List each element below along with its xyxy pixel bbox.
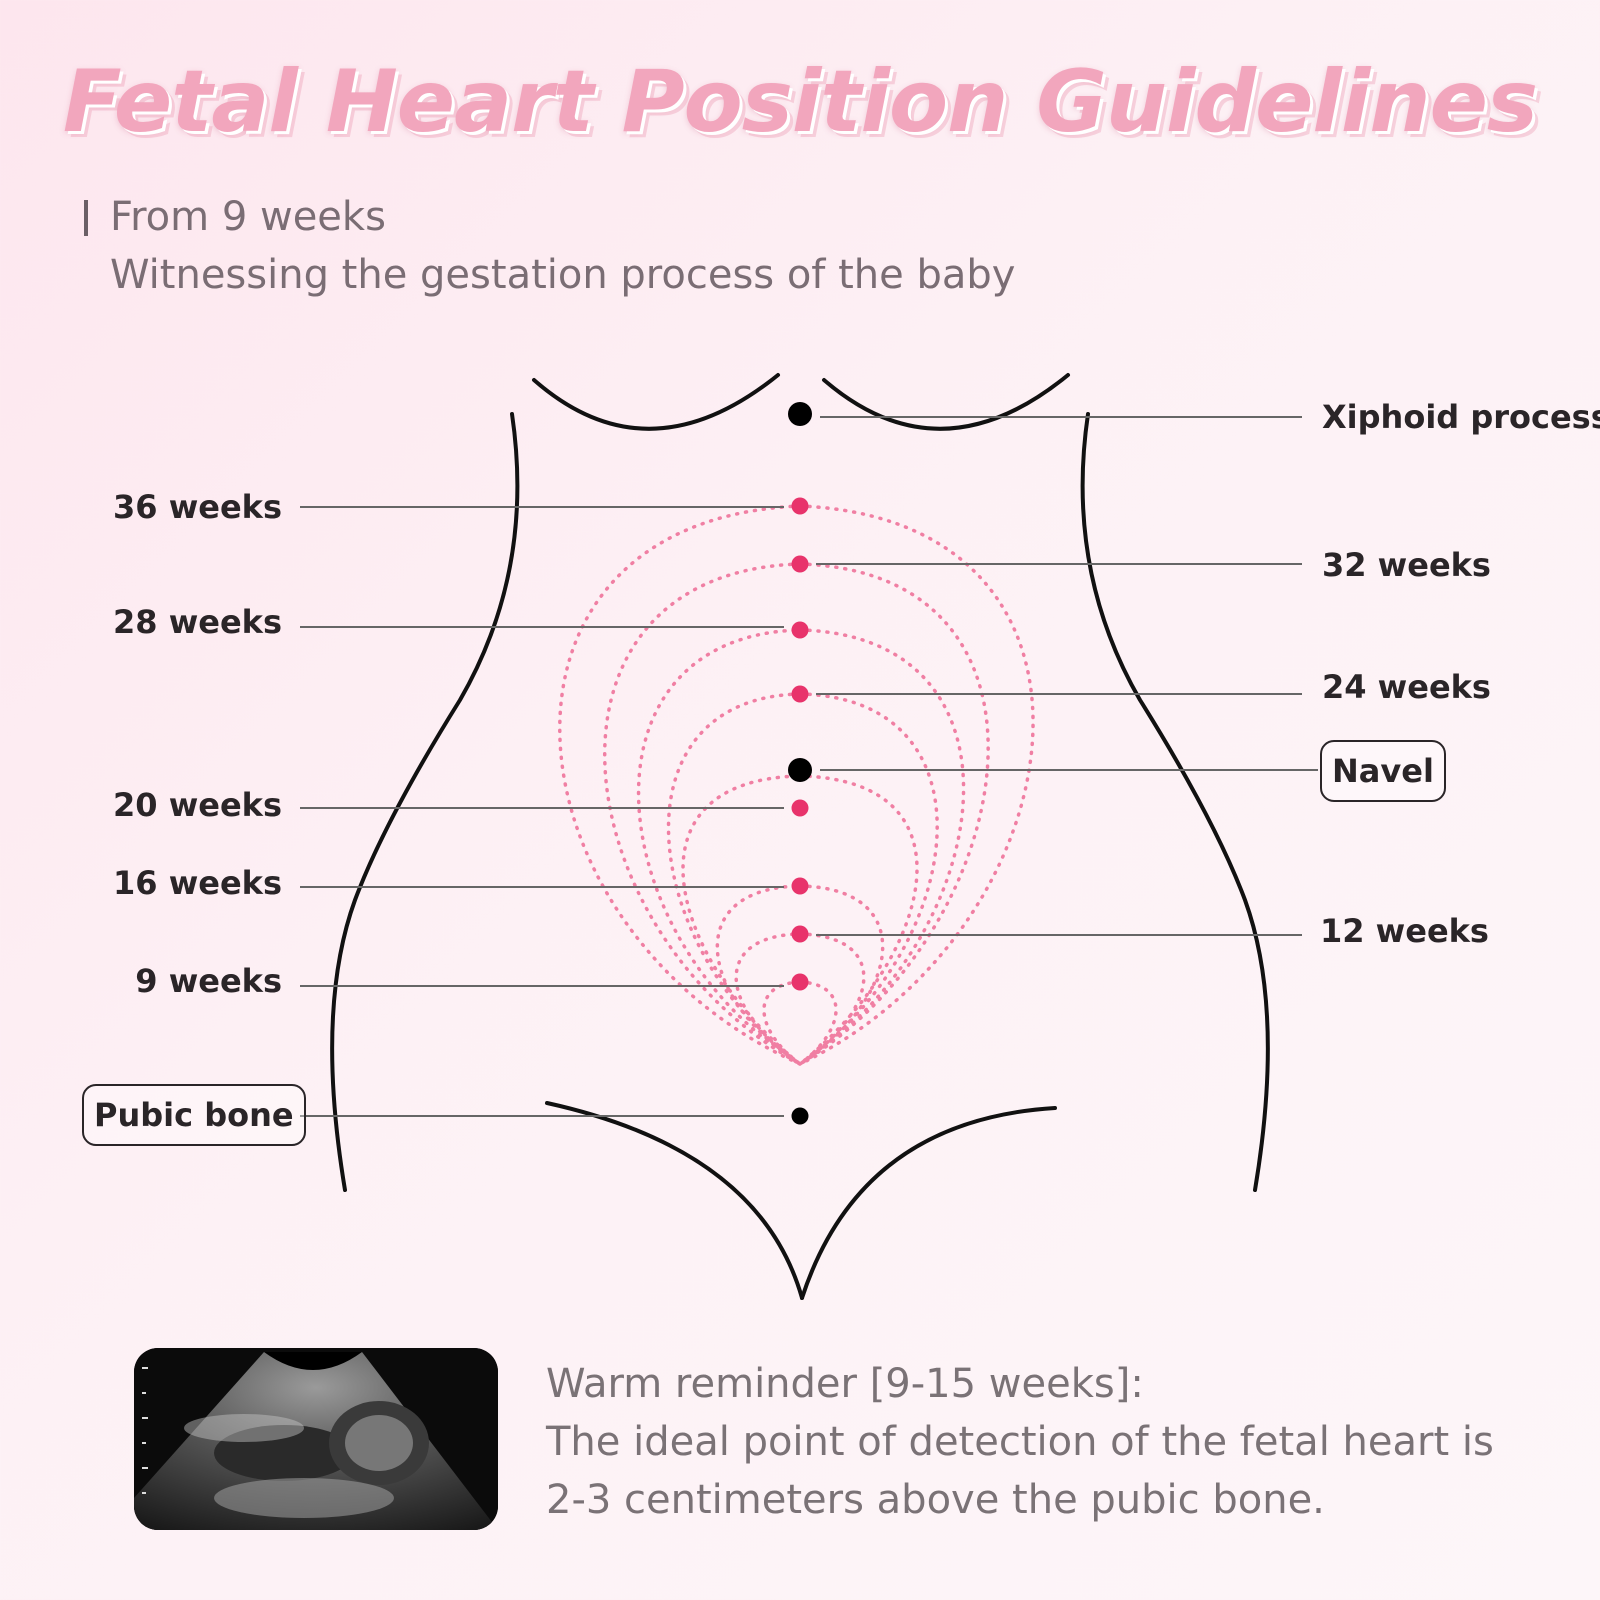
dot-20-weeks bbox=[791, 799, 809, 817]
curve-24-weeks bbox=[666, 692, 939, 1067]
page-title: Fetal Heart Position Guidelines bbox=[62, 52, 1538, 152]
dot-28-weeks bbox=[791, 621, 809, 639]
pubic-dot bbox=[791, 1107, 809, 1125]
reminder-line-3: 2-3 centimeters above the pubic bone. bbox=[546, 1477, 1325, 1523]
label-9-weeks: 9 weeks bbox=[135, 962, 282, 1000]
subtitle-bar bbox=[84, 200, 88, 236]
subtitle-line-1: From 9 weeks bbox=[110, 194, 386, 240]
markers bbox=[788, 402, 812, 1125]
ultrasound-image bbox=[134, 1348, 498, 1530]
reminder-line-2: The ideal point of detection of the feta… bbox=[546, 1419, 1494, 1465]
subtitle-line-2: Witnessing the gestation process of the … bbox=[110, 252, 1016, 298]
label-pubic-bone: Pubic bone bbox=[82, 1084, 306, 1146]
right-torso-line bbox=[1080, 412, 1270, 1192]
label-24-weeks: 24 weeks bbox=[1322, 668, 1491, 706]
label-28-weeks: 28 weeks bbox=[113, 603, 282, 641]
body-outline bbox=[330, 373, 1270, 1300]
label-navel: Navel bbox=[1320, 740, 1446, 802]
right-chest-curve bbox=[822, 373, 1070, 431]
label-xiphoid-process: Xiphoid process bbox=[1322, 398, 1600, 436]
left-chest-curve bbox=[532, 373, 780, 431]
reminder-heading: Warm reminder [9-15 weeks]: bbox=[546, 1361, 1144, 1407]
curve-9-weeks bbox=[762, 980, 838, 1067]
uterus-growth-curves bbox=[558, 504, 1035, 1067]
dot-36-weeks bbox=[791, 497, 809, 515]
curve-16-weeks bbox=[715, 884, 885, 1067]
xiphoid-dot bbox=[788, 402, 812, 426]
curve-32-weeks bbox=[602, 562, 990, 1067]
curve-12-weeks bbox=[734, 932, 866, 1067]
label-20-weeks: 20 weeks bbox=[113, 786, 282, 824]
groin-left-curve bbox=[545, 1101, 804, 1300]
label-16-weeks: 16 weeks bbox=[113, 864, 282, 902]
dot-32-weeks bbox=[791, 555, 809, 573]
curve-20-weeks bbox=[681, 774, 919, 1067]
groin-right-curve bbox=[800, 1106, 1057, 1300]
label-32-weeks: 32 weeks bbox=[1322, 546, 1491, 584]
label-36-weeks: 36 weeks bbox=[113, 488, 282, 526]
dot-24-weeks bbox=[791, 685, 809, 703]
left-torso-line bbox=[330, 412, 520, 1192]
navel-dot bbox=[788, 758, 812, 782]
curve-28-weeks bbox=[637, 628, 966, 1067]
warm-reminder: Warm reminder [9-15 weeks]: The ideal po… bbox=[546, 1355, 1566, 1529]
ultrasound-scan-graphic bbox=[134, 1348, 498, 1530]
dot-12-weeks bbox=[791, 925, 809, 943]
label-12-weeks: 12 weeks bbox=[1320, 912, 1489, 950]
leader-lines bbox=[300, 416, 1318, 1117]
dot-9-weeks bbox=[791, 973, 809, 991]
dot-16-weeks bbox=[791, 877, 809, 895]
